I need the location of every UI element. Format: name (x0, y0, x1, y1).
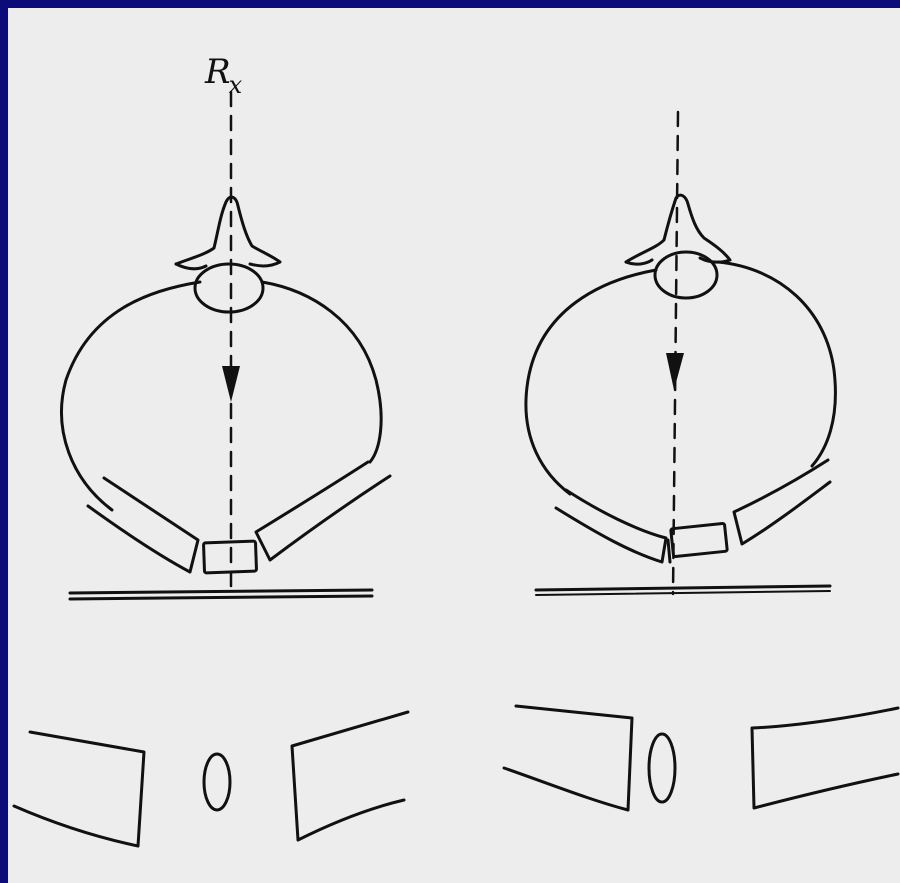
left-table-line-1 (70, 590, 372, 593)
left-projection (14, 712, 408, 846)
right-cross-section (526, 112, 836, 595)
right-projection-rib-right (752, 708, 898, 808)
right-projection (504, 706, 898, 810)
left-thorax-outline (62, 282, 382, 510)
right-vertebral-body (655, 252, 717, 298)
left-rib-right (256, 462, 390, 560)
rx-label-main: R (205, 52, 229, 92)
left-table-line-2 (70, 596, 372, 599)
rx-label-sub: x (229, 71, 241, 99)
left-vertebra-spinous-process (176, 197, 280, 266)
right-beam-arrowhead (666, 353, 684, 390)
left-vertebral-body (195, 264, 263, 312)
diagram-sheet: Rx (8, 8, 900, 883)
sketch-canvas (8, 8, 900, 883)
left-projection-rib-right (292, 712, 408, 840)
right-rib-right (734, 460, 830, 544)
left-rib-left (88, 478, 198, 572)
left-beam-arrowhead (222, 366, 240, 402)
right-sternum (671, 523, 728, 556)
right-rib-left (556, 490, 666, 562)
right-table-line-1 (536, 586, 830, 590)
left-projection-sternum (204, 754, 230, 810)
left-cross-section (62, 92, 390, 599)
right-projection-sternum (649, 734, 675, 802)
right-table-line-2 (536, 591, 830, 595)
rx-label: Rx (205, 52, 240, 99)
left-projection-rib-left (14, 732, 144, 846)
right-projection-rib-left (504, 706, 632, 810)
